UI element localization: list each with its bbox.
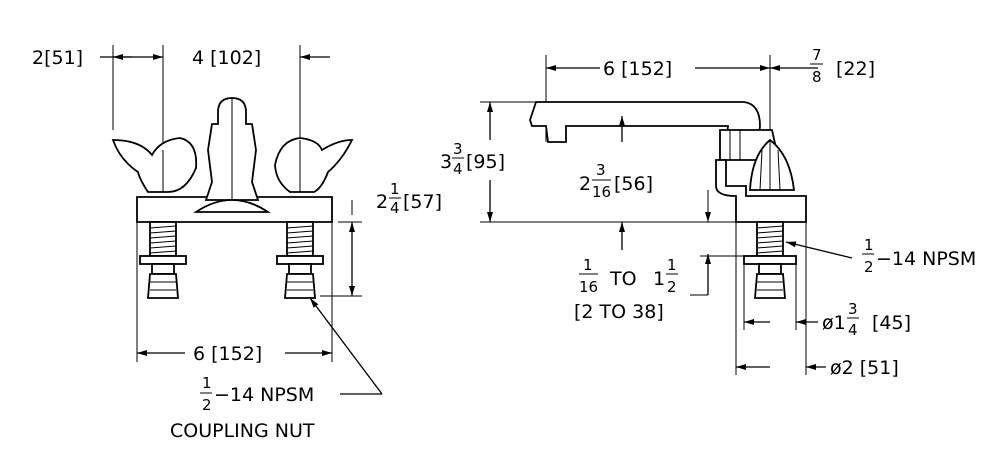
callout-num: 1 bbox=[202, 374, 212, 392]
leader-line bbox=[309, 297, 383, 395]
dim-offset-num: 7 bbox=[812, 46, 822, 64]
side-nut bbox=[754, 273, 786, 299]
right-handle bbox=[274, 137, 354, 193]
dim-clearance-mm: [56] bbox=[614, 173, 653, 195]
dim-height-mm: [57] bbox=[403, 191, 442, 213]
dim-deck-den1: 16 bbox=[579, 278, 598, 296]
dim-deck-whole2: 1 bbox=[653, 268, 665, 290]
side-base bbox=[715, 159, 807, 223]
dim-handle-offset: 2[51] bbox=[32, 47, 83, 69]
callout-den: 2 bbox=[202, 396, 212, 414]
right-washer bbox=[276, 255, 324, 265]
dim-clearance-whole: 2 bbox=[579, 173, 591, 195]
dim-base-dia: ø2 [51] bbox=[830, 357, 899, 379]
dim-height-num: 1 bbox=[390, 180, 400, 198]
front-view: 2[51] 4 [102] bbox=[32, 45, 442, 442]
dim-shank-dia-prefix: ø1 bbox=[822, 312, 846, 334]
dim-deck-num2: 1 bbox=[667, 256, 677, 274]
dim-offset-mm: [22] bbox=[836, 58, 875, 80]
right-spacer bbox=[288, 263, 312, 275]
left-handle bbox=[111, 137, 198, 193]
callout-thread: −14 NPSM bbox=[214, 384, 314, 406]
callout-label: COUPLING NUT bbox=[170, 420, 315, 442]
dim-height-den: 4 bbox=[390, 199, 400, 217]
left-spacer bbox=[151, 263, 175, 275]
dim-deck-to: TO bbox=[609, 268, 637, 290]
leader-line bbox=[785, 241, 853, 259]
dim-spout-height-whole: 3 bbox=[440, 151, 452, 173]
dim-deck-num1: 1 bbox=[583, 256, 593, 274]
dim-clearance-num: 3 bbox=[596, 161, 606, 179]
center-escutcheon bbox=[193, 199, 271, 213]
left-coupling-nut bbox=[147, 273, 179, 299]
dim-overall-width: 6 [152] bbox=[193, 343, 262, 365]
side-washer bbox=[743, 255, 797, 265]
dim-shank-dia-den: 4 bbox=[848, 321, 858, 339]
side-view: 6 [152] 7 8 [22] bbox=[440, 46, 976, 379]
dim-deck-mm: [2 TO 38] bbox=[574, 301, 664, 323]
dim-spout-reach: 6 [152] bbox=[603, 58, 672, 80]
dim-shank-dia-mm: [45] bbox=[872, 312, 911, 334]
thread-den: 2 bbox=[864, 258, 874, 276]
thread-num: 1 bbox=[864, 236, 874, 254]
dim-shank-dia-num: 3 bbox=[848, 300, 858, 318]
dim-deck-den2: 2 bbox=[667, 278, 677, 296]
dim-center-spread: 4 [102] bbox=[192, 47, 261, 69]
left-washer bbox=[139, 255, 187, 265]
dim-spout-height-den: 4 bbox=[453, 160, 463, 178]
thread-label: −14 NPSM bbox=[876, 248, 976, 270]
dim-spout-height-num: 3 bbox=[453, 140, 463, 158]
spout-arm bbox=[529, 101, 761, 146]
right-coupling-nut bbox=[284, 273, 316, 299]
side-spacer bbox=[758, 263, 782, 275]
dim-height-whole: 2 bbox=[376, 191, 388, 213]
dim-offset-den: 8 bbox=[812, 68, 822, 86]
dim-clearance-den: 16 bbox=[592, 183, 611, 201]
dim-spout-height-mm: [95] bbox=[466, 151, 505, 173]
